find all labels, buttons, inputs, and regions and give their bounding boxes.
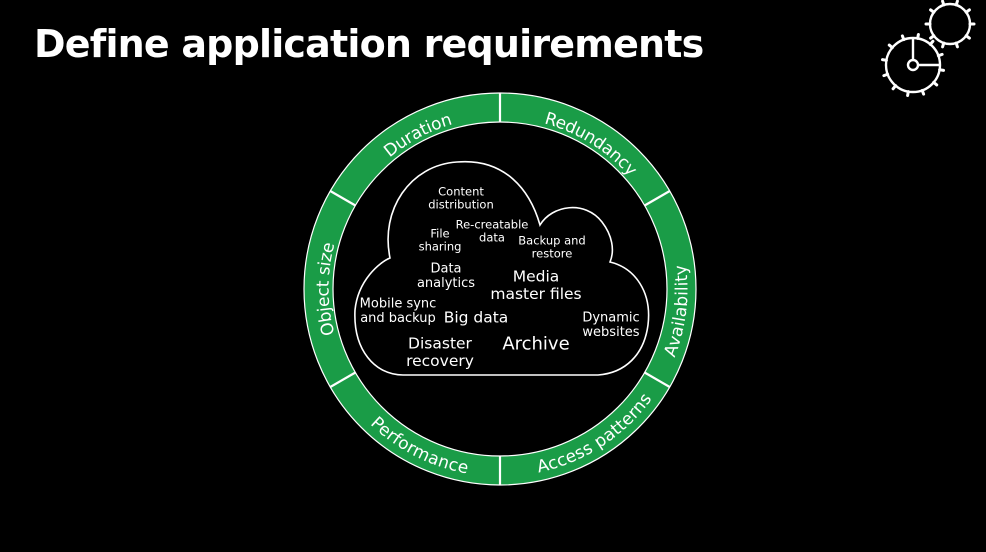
gear-tooth (941, 41, 946, 49)
gear-tooth (920, 88, 926, 96)
gear-tooth (887, 43, 894, 50)
gear-tooth (929, 34, 936, 40)
ring-divider (644, 371, 671, 388)
ring-label-object-size: Object size (313, 240, 339, 337)
cloud-label-big-data: Big data (444, 308, 509, 326)
gear-tooth (891, 84, 898, 91)
ring-divider (329, 371, 356, 388)
gear-tooth (882, 72, 890, 78)
gear-tooth (928, 39, 935, 46)
slide-title: Define application requirements (34, 22, 704, 66)
gear-tooth (954, 0, 959, 7)
gear-tooth (900, 34, 906, 42)
gear-tooth (954, 41, 959, 49)
gear-tooth (916, 32, 920, 40)
gear-tooth (906, 90, 910, 98)
cloud-shape (354, 160, 650, 376)
gear-tooth (936, 52, 944, 58)
cloud-label-archive: Archive (502, 333, 569, 354)
gear-tooth (929, 8, 936, 14)
ring-divider (329, 190, 356, 207)
gear-tooth (964, 34, 971, 40)
gear-tooth (938, 68, 946, 72)
ring-divider (644, 190, 671, 207)
gear-tooth (932, 80, 939, 87)
ring-label-access-patterns: Access patterns (535, 390, 656, 478)
gear-tooth (941, 0, 946, 7)
gears-icon (880, 0, 976, 98)
gear-tooth (880, 58, 888, 62)
gear-tooth (964, 8, 971, 14)
